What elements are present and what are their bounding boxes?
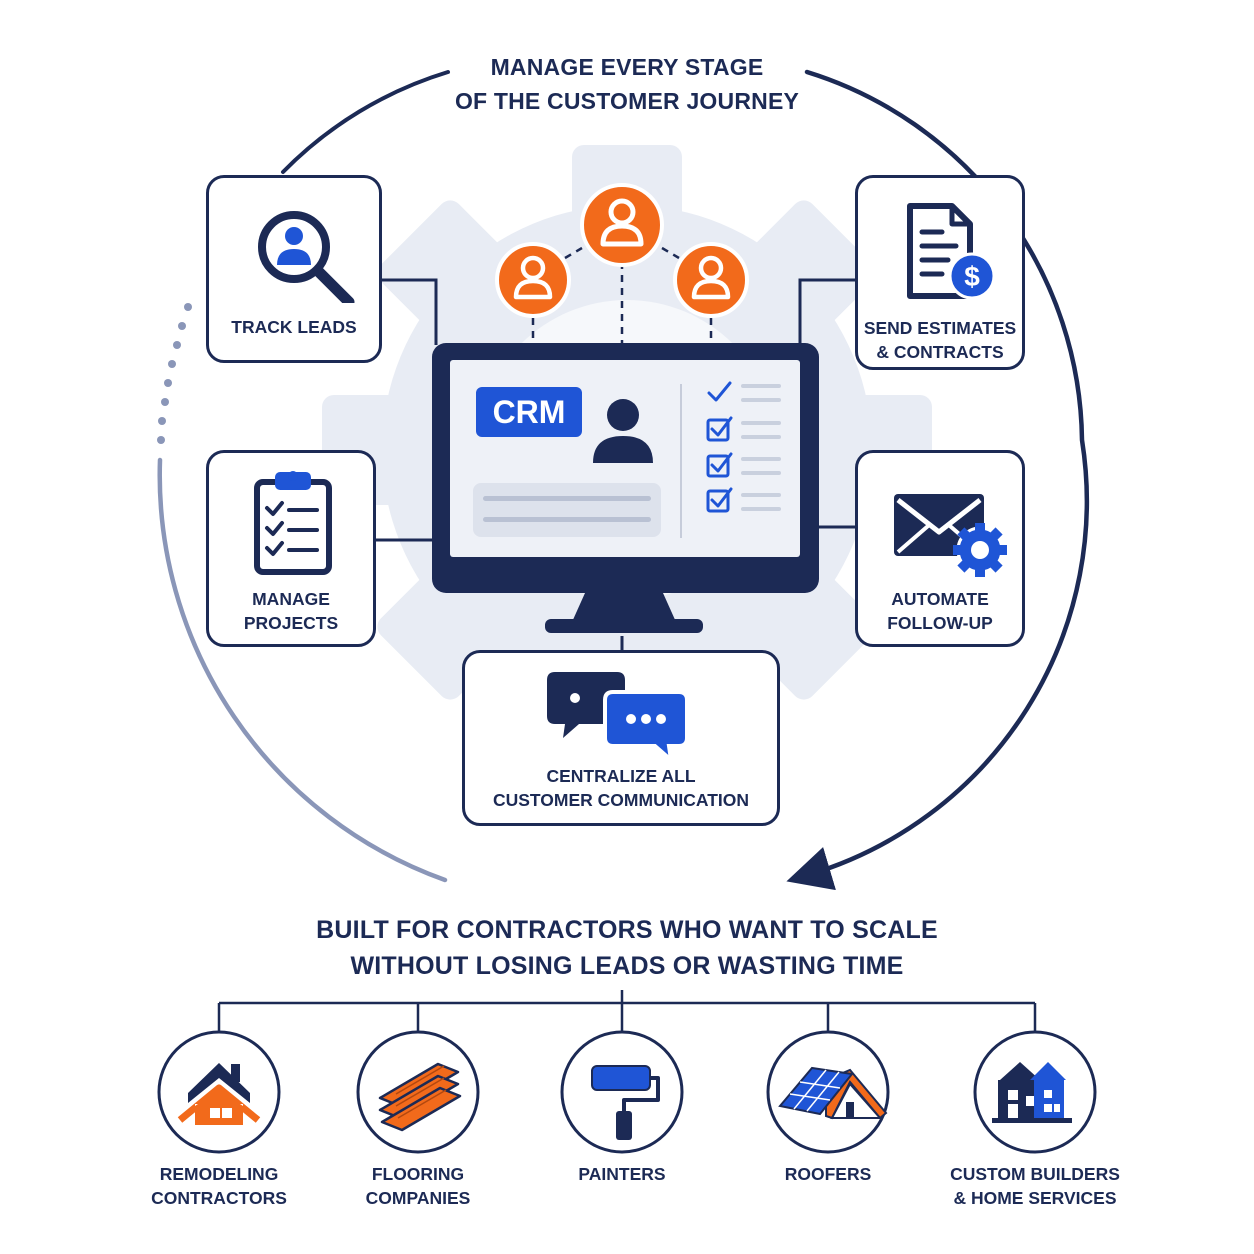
automate-followup-label: AUTOMATE FOLLOW-UP bbox=[858, 587, 1022, 635]
manage-projects-line-1: MANAGE bbox=[252, 589, 330, 609]
manage-projects-label: MANAGE PROJECTS bbox=[209, 587, 373, 635]
automate-followup-line-1: AUTOMATE bbox=[891, 589, 989, 609]
manage-projects-line-2: PROJECTS bbox=[243, 613, 339, 633]
industry-flooring-line-2: COMPANIES bbox=[365, 1188, 471, 1208]
diagram-heading: MANAGE EVERY STAGE OF THE CUSTOMER JOURN… bbox=[377, 50, 877, 118]
heading-line-1: MANAGE EVERY STAGE bbox=[490, 54, 764, 80]
industry-remodeling-line-1: REMODELING bbox=[159, 1164, 279, 1184]
industry-flooring-line-1: FLOORING bbox=[371, 1164, 465, 1184]
centralize-line-2: CUSTOMER COMMUNICATION bbox=[492, 790, 749, 810]
industry-roofers-line-1: ROOFERS bbox=[784, 1164, 872, 1184]
clipboard-checklist-icon bbox=[254, 471, 332, 575]
customer-person-icon bbox=[673, 242, 749, 318]
card-connectors bbox=[376, 278, 855, 650]
svg-text:$: $ bbox=[964, 261, 980, 292]
automate-followup-line-2: FOLLOW-UP bbox=[887, 613, 993, 633]
industry-roofers-label: ROOFERS bbox=[718, 1162, 938, 1186]
wood-planks-icon bbox=[378, 1062, 462, 1132]
paint-roller-icon bbox=[591, 1065, 660, 1140]
industry-painters-line-1: PAINTERS bbox=[578, 1164, 666, 1184]
industry-painters-label: PAINTERS bbox=[512, 1162, 732, 1186]
checklist bbox=[706, 381, 781, 513]
solar-roof-icon bbox=[778, 1066, 888, 1120]
heading-line-2: OF THE CUSTOMER JOURNEY bbox=[454, 88, 800, 114]
industry-remodeling-label: REMODELING CONTRACTORS bbox=[109, 1162, 329, 1210]
envelope-gear-icon bbox=[894, 494, 1007, 577]
send-estimates-line-2: & CONTRACTS bbox=[876, 342, 1004, 362]
industry-custom-builders-line-2: & HOME SERVICES bbox=[953, 1188, 1117, 1208]
tagline-line-1: BUILT FOR CONTRACTORS WHO WANT TO SCALE bbox=[316, 916, 938, 944]
document-dollar-icon: $ bbox=[907, 203, 996, 300]
journey-cycle-arrow bbox=[157, 69, 1090, 891]
industry-custom-builders-label: CUSTOM BUILDERS & HOME SERVICES bbox=[925, 1162, 1145, 1210]
send-estimates-line-1: SEND ESTIMATES bbox=[863, 318, 1017, 338]
industry-custom-builders-line-1: CUSTOM BUILDERS bbox=[950, 1164, 1120, 1184]
track-leads-label: TRACK LEADS bbox=[231, 317, 357, 337]
card-manage-projects: MANAGE PROJECTS bbox=[206, 450, 376, 647]
centralize-line-1: CENTRALIZE ALL bbox=[546, 766, 696, 786]
building-icon bbox=[992, 1062, 1072, 1123]
customer-person-icon bbox=[495, 242, 571, 318]
card-automate-followup: AUTOMATE FOLLOW-UP bbox=[855, 450, 1025, 647]
card-send-estimates: $ SEND ESTIMATES & CONTRACTS bbox=[855, 175, 1025, 370]
magnifier-person-icon bbox=[258, 211, 355, 303]
crm-badge: CRM bbox=[476, 387, 582, 437]
tagline-line-2: WITHOUT LOSING LEADS OR WASTING TIME bbox=[350, 952, 904, 980]
customer-person-icon bbox=[580, 183, 664, 267]
chat-bubbles-icon bbox=[547, 672, 689, 763]
industry-remodeling-line-2: CONTRACTORS bbox=[151, 1188, 287, 1208]
card-track-leads: TRACK LEADS bbox=[206, 175, 382, 363]
card-centralize-communication: CENTRALIZE ALL CUSTOMER COMMUNICATION bbox=[462, 650, 780, 826]
tagline: BUILT FOR CONTRACTORS WHO WANT TO SCALE … bbox=[277, 912, 977, 984]
house-icon bbox=[177, 1063, 261, 1125]
centralize-label: CENTRALIZE ALL CUSTOMER COMMUNICATION bbox=[465, 764, 777, 812]
industry-flooring-label: FLOORING COMPANIES bbox=[308, 1162, 528, 1210]
send-estimates-label: SEND ESTIMATES & CONTRACTS bbox=[858, 316, 1022, 364]
industry-tree bbox=[217, 990, 1037, 1031]
